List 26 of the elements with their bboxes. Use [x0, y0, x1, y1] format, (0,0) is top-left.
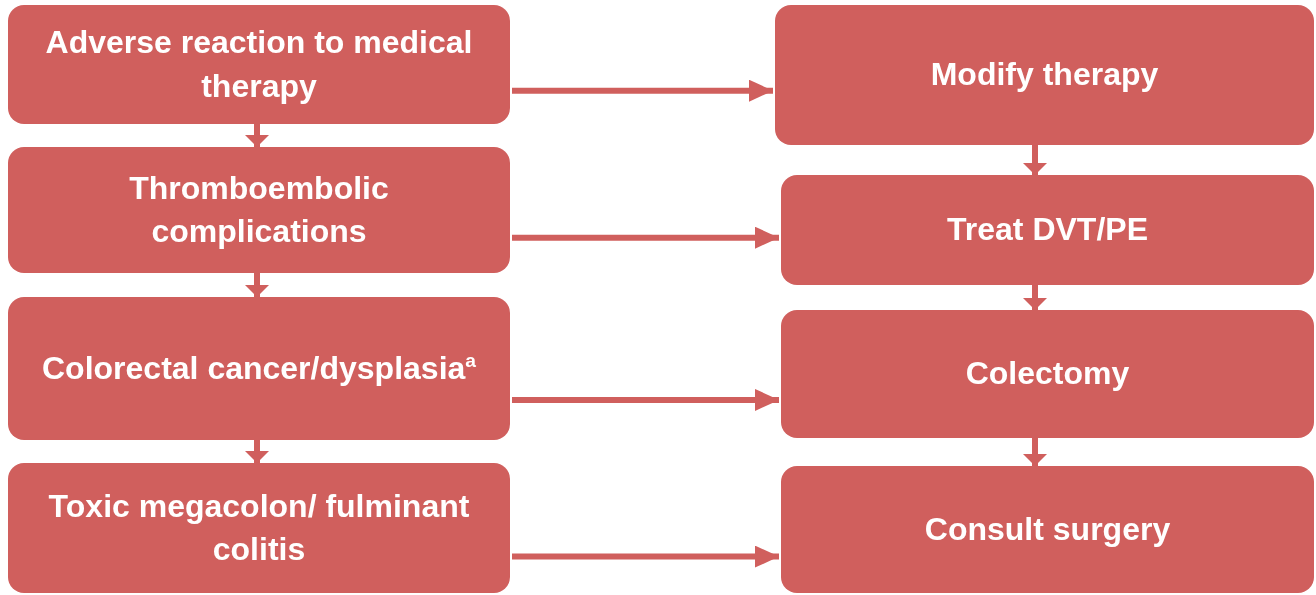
box-label: Adverse reaction to medical therapy — [44, 23, 474, 106]
box-label: Toxic megacolon/ fulminant colitis — [47, 486, 471, 569]
process-box — [781, 466, 1314, 593]
box-label: Modify therapy — [930, 55, 1159, 95]
box-label: Colorectal cancer/dysplasia$^{a}$ — [42, 348, 476, 388]
arrow — [245, 273, 269, 297]
box-label: Consult surgery — [924, 509, 1171, 549]
arrow — [245, 440, 269, 463]
box-label: Thromboembolic complications — [128, 168, 390, 251]
arrow — [512, 388, 779, 411]
arrow — [512, 545, 779, 568]
process-box — [775, 5, 1314, 145]
process-box — [781, 175, 1314, 285]
arrow — [1023, 285, 1047, 310]
process-box — [8, 5, 510, 124]
process-box — [8, 297, 510, 440]
arrow — [512, 226, 779, 249]
arrow — [1023, 145, 1047, 175]
arrow — [1023, 438, 1047, 466]
process-box — [8, 147, 510, 273]
arrow — [245, 124, 269, 147]
box-label: Colectomy — [965, 354, 1130, 394]
process-box — [781, 310, 1314, 438]
arrow — [512, 79, 773, 102]
box-label: Treat DVT/PE — [947, 210, 1148, 250]
process-box — [8, 463, 510, 593]
